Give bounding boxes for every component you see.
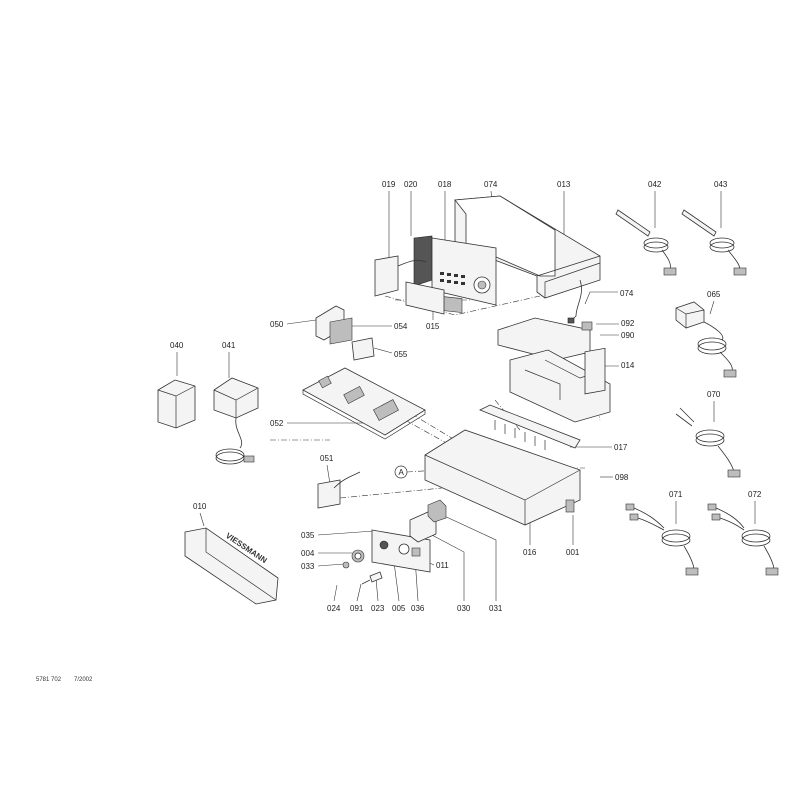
- switch-module: [342, 499, 447, 585]
- label-040: 040: [170, 341, 184, 350]
- label-010: 010: [193, 502, 207, 511]
- label-036: 036: [411, 604, 425, 613]
- cable-065: [675, 301, 737, 378]
- transformer-041: [213, 377, 259, 465]
- power-pack-040: [157, 379, 196, 429]
- circuit-board-052: [302, 305, 426, 440]
- cable-072: [707, 503, 779, 576]
- label-005: 005: [392, 604, 406, 613]
- footer: 5781 702 7/2002: [36, 677, 93, 683]
- cover-013: [454, 195, 601, 324]
- label-070: 070: [707, 390, 721, 399]
- label-011: 011: [436, 561, 449, 570]
- bracket-014: [497, 317, 611, 423]
- doc-number: 5781 702: [36, 677, 62, 683]
- label-001: 001: [566, 548, 580, 557]
- label-035: 035: [301, 531, 315, 540]
- label-a: A: [399, 468, 405, 477]
- label-074-right: 074: [620, 289, 634, 298]
- label-017: 017: [614, 443, 628, 452]
- label-054: 054: [394, 322, 408, 331]
- sensor-042: [615, 209, 677, 276]
- label-050: 050: [270, 320, 284, 329]
- label-055: 055: [394, 350, 408, 359]
- base-housing-016: [424, 347, 606, 526]
- label-016: 016: [523, 548, 537, 557]
- label-092: 092: [621, 319, 635, 328]
- label-015: 015: [426, 322, 440, 331]
- label-052: 052: [270, 419, 284, 428]
- label-023: 023: [371, 604, 385, 613]
- connector-051: [317, 471, 361, 509]
- part-labels: 019 020 018 074 013 042 043 074 065 092 …: [170, 180, 762, 613]
- label-004: 004: [301, 549, 315, 558]
- label-071: 071: [669, 490, 683, 499]
- label-024: 024: [327, 604, 341, 613]
- cable-071: [625, 503, 699, 576]
- label-031: 031: [489, 604, 503, 613]
- label-043: 043: [714, 180, 728, 189]
- label-041: 041: [222, 341, 236, 350]
- label-090: 090: [621, 331, 635, 340]
- label-042: 042: [648, 180, 662, 189]
- doc-date: 7/2002: [74, 677, 93, 683]
- label-030: 030: [457, 604, 471, 613]
- label-098: 098: [615, 473, 629, 482]
- label-074-top: 074: [484, 180, 498, 189]
- label-065: 065: [707, 290, 721, 299]
- front-cover-010: VIESSMANN: [184, 527, 279, 605]
- label-072: 072: [748, 490, 762, 499]
- cable-070: [675, 407, 741, 478]
- control-panel-018: [374, 235, 497, 315]
- label-091: 091: [350, 604, 364, 613]
- label-051: 051: [320, 454, 334, 463]
- label-033: 033: [301, 562, 315, 571]
- label-013: 013: [557, 180, 571, 189]
- label-018: 018: [438, 180, 452, 189]
- label-014: 014: [621, 361, 635, 370]
- sensor-043: [681, 209, 747, 276]
- label-019: 019: [382, 180, 396, 189]
- label-020: 020: [404, 180, 418, 189]
